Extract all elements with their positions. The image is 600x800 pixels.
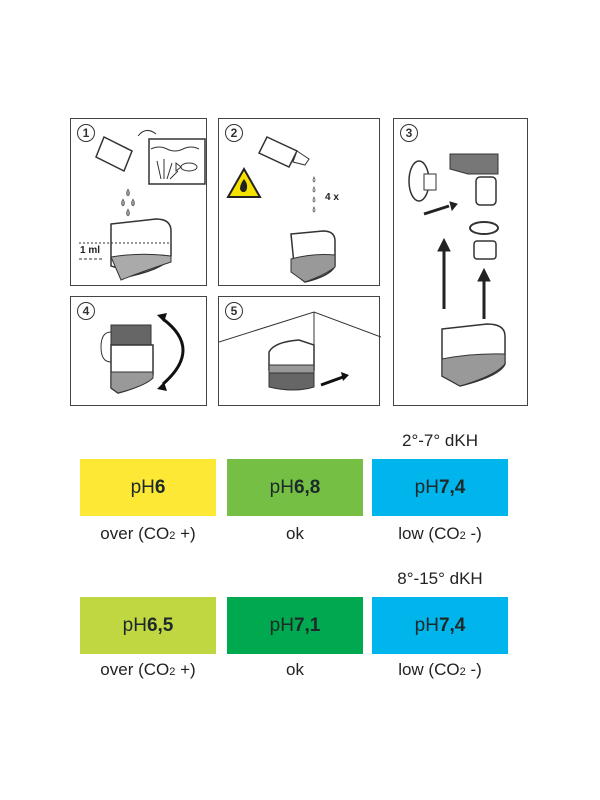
ph-value: 7,4 bbox=[438, 614, 466, 636]
volume-annotation: 1 ml bbox=[80, 245, 101, 256]
dkh-range-label: 2°-7° dKH bbox=[402, 431, 478, 450]
co2-status-label: low (CO2 -) bbox=[398, 524, 482, 543]
step-5-panel: 5 bbox=[218, 296, 381, 406]
step-2-panel: 2 4 x bbox=[218, 118, 380, 286]
ph-prefix: pH bbox=[414, 476, 439, 498]
step-4-panel: 4 bbox=[70, 296, 207, 406]
assembly-illustration bbox=[408, 153, 506, 387]
ph-value: 6,8 bbox=[293, 476, 321, 498]
flammable-warning-icon bbox=[226, 166, 262, 198]
step-number: 1 bbox=[77, 124, 95, 142]
step-number: 5 bbox=[225, 302, 243, 320]
add-drops-illustration bbox=[226, 136, 336, 283]
ph-prefix: pH bbox=[122, 614, 147, 636]
shake-illustration bbox=[100, 313, 185, 394]
step-number: 4 bbox=[77, 302, 95, 320]
ph-value: 6 bbox=[154, 476, 166, 498]
ph-value: 6,5 bbox=[146, 614, 174, 636]
dkh-range-label: 8°-15° dKH bbox=[397, 569, 483, 588]
ph-prefix: pH bbox=[269, 476, 294, 498]
ph-prefix: pH bbox=[130, 476, 155, 498]
step-number: 2 bbox=[225, 124, 243, 142]
step-1-panel: 1 1 ml bbox=[70, 118, 207, 286]
drop-count-annotation: 4 x bbox=[325, 192, 339, 203]
arrow-icon bbox=[423, 201, 491, 319]
ph-prefix: pH bbox=[269, 614, 294, 636]
ph-value: 7,4 bbox=[438, 476, 466, 498]
co2-status-label: ok bbox=[286, 524, 304, 543]
pour-water-illustration bbox=[79, 130, 206, 281]
mount-illustration bbox=[219, 311, 381, 391]
step-3-panel: 3 bbox=[393, 118, 528, 406]
co2-status-label: over (CO2 +) bbox=[100, 524, 196, 543]
co2-status-label: ok bbox=[286, 660, 304, 679]
co2-status-label: low (CO2 -) bbox=[398, 660, 482, 679]
step-number: 3 bbox=[400, 124, 418, 142]
ph-prefix: pH bbox=[414, 614, 439, 636]
ph-value: 7,1 bbox=[293, 614, 321, 636]
co2-status-label: over (CO2 +) bbox=[100, 660, 196, 679]
